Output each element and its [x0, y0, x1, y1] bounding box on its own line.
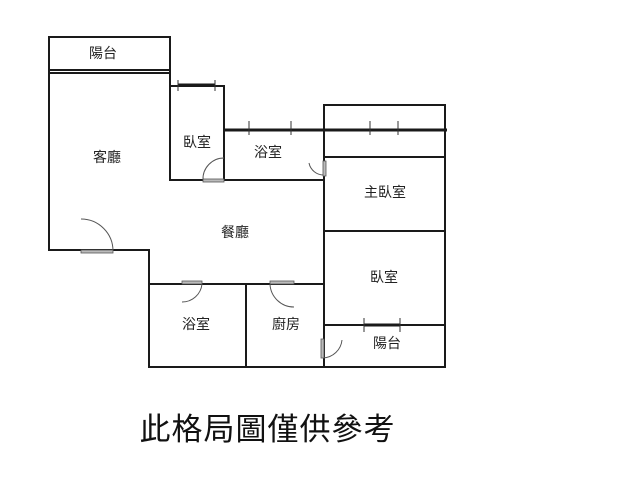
label-bathroom-bottom: 浴室	[182, 316, 210, 333]
label-balcony-bottom: 陽台	[373, 336, 401, 352]
label-kitchen: 廚房	[272, 316, 300, 333]
room-labels: 陽台 客廳 臥室 浴室 主臥室 餐廳 臥室 浴室 廚房 陽台	[89, 46, 406, 352]
windows	[177, 80, 401, 332]
label-dining-room: 餐廳	[221, 224, 249, 241]
label-balcony-top: 陽台	[89, 46, 117, 62]
label-bathroom-top: 浴室	[254, 144, 282, 161]
label-living-room: 客廳	[93, 149, 121, 166]
disclaimer-caption: 此格局圖僅供參考	[139, 412, 396, 448]
walls	[48, 36, 447, 368]
label-bedroom-right: 臥室	[370, 269, 398, 286]
label-bedroom-small: 臥室	[183, 134, 211, 151]
label-master-bedroom: 主臥室	[364, 184, 406, 201]
doors	[80, 157, 343, 359]
